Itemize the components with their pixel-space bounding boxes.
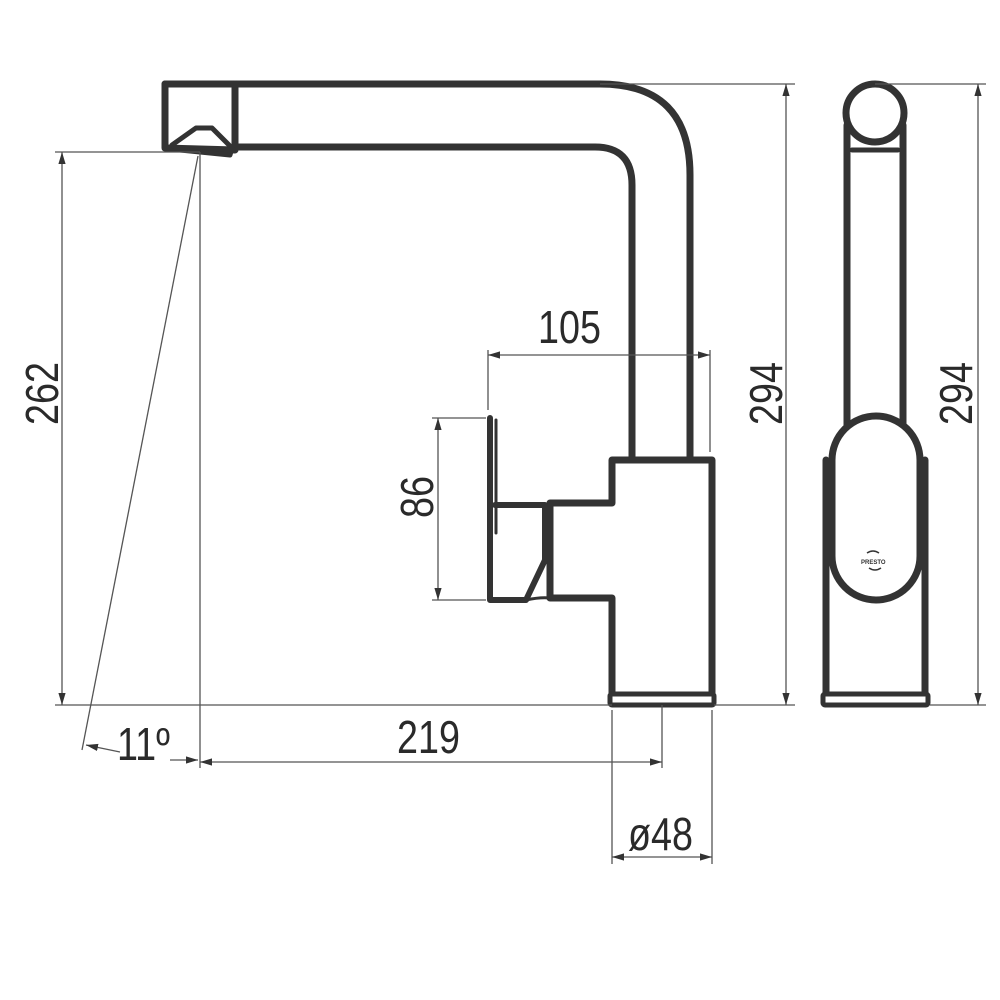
label-294-front: 294 (930, 362, 981, 425)
logo-text: PRESTO (861, 560, 886, 566)
label-219: 219 (397, 711, 460, 762)
label-105: 105 (538, 301, 601, 352)
handle-lever (487, 415, 548, 603)
label-48: ø48 (628, 808, 693, 859)
handle-oval (828, 412, 924, 604)
spout-top (842, 80, 908, 146)
handle-joint (524, 596, 552, 602)
spout-tip (161, 80, 239, 154)
spout-inner (231, 143, 636, 464)
presto-logo: PRESTO (861, 550, 886, 571)
side-view (161, 80, 717, 708)
dimension-labels: 262 294 294 86 105 219 ø48 11º (16, 301, 981, 859)
label-262: 262 (16, 362, 67, 425)
front-view: PRESTO (820, 80, 931, 708)
label-11-degrees: 11º (117, 718, 170, 769)
spout-stem (843, 121, 907, 429)
angle-line (81, 155, 199, 751)
aerator-icon (169, 125, 235, 158)
dimension-lines (55, 83, 986, 864)
base-plate (607, 691, 717, 708)
body-front (822, 456, 929, 697)
body (546, 456, 716, 697)
label-86: 86 (391, 476, 442, 518)
base-plate-front (820, 691, 931, 708)
label-294-side: 294 (740, 362, 791, 425)
spout-outer (161, 80, 694, 464)
